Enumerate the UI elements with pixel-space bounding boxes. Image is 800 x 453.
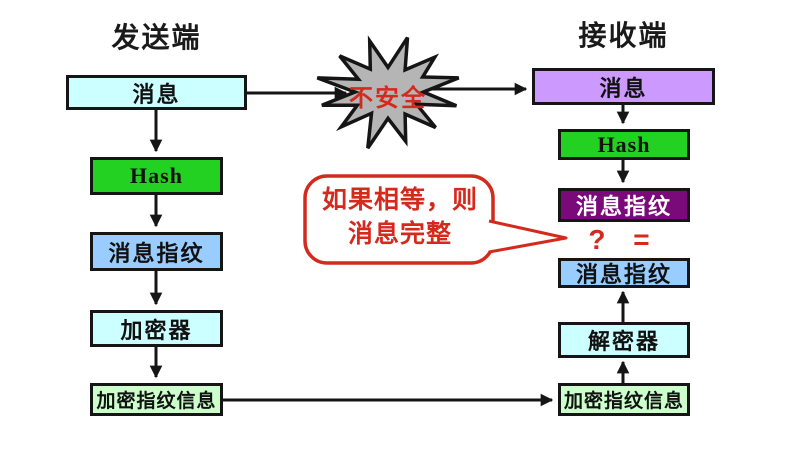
sender-hash-box: Hash: [90, 157, 223, 195]
receiver-decrypted-fingerprint-box: 消息指纹: [558, 258, 690, 288]
receiver-hash-box: Hash: [558, 129, 690, 160]
receiver-encrypted-info-box: 加密指纹信息: [558, 383, 690, 416]
receiver-decryptor-box: 解密器: [558, 322, 690, 358]
receiver-computed-fingerprint-box: 消息指纹: [558, 188, 690, 222]
callout-line-2: 消息完整: [347, 219, 452, 248]
sender-encryptor-box: 加密器: [90, 310, 223, 347]
callout-bubble-tail: [488, 219, 568, 254]
sender-encrypted-info-box: 加密指纹信息: [90, 383, 223, 416]
sender-heading: 发送端: [111, 22, 202, 53]
sender-fingerprint-box: 消息指纹: [90, 232, 223, 271]
callout-line-1: 如果相等，则: [321, 186, 478, 214]
receiver-heading: 接收端: [578, 20, 669, 51]
callout-bubble-shape: [303, 174, 495, 265]
sender-message-box: 消息: [66, 75, 247, 110]
unsafe-starburst-shape: [316, 35, 460, 150]
callout-text: 如果相等，则 消息完整: [307, 184, 493, 252]
comparison-operator: ? =: [588, 224, 660, 255]
unsafe-channel-label: 不安全: [349, 85, 427, 112]
receiver-message-box: 消息: [532, 68, 715, 105]
